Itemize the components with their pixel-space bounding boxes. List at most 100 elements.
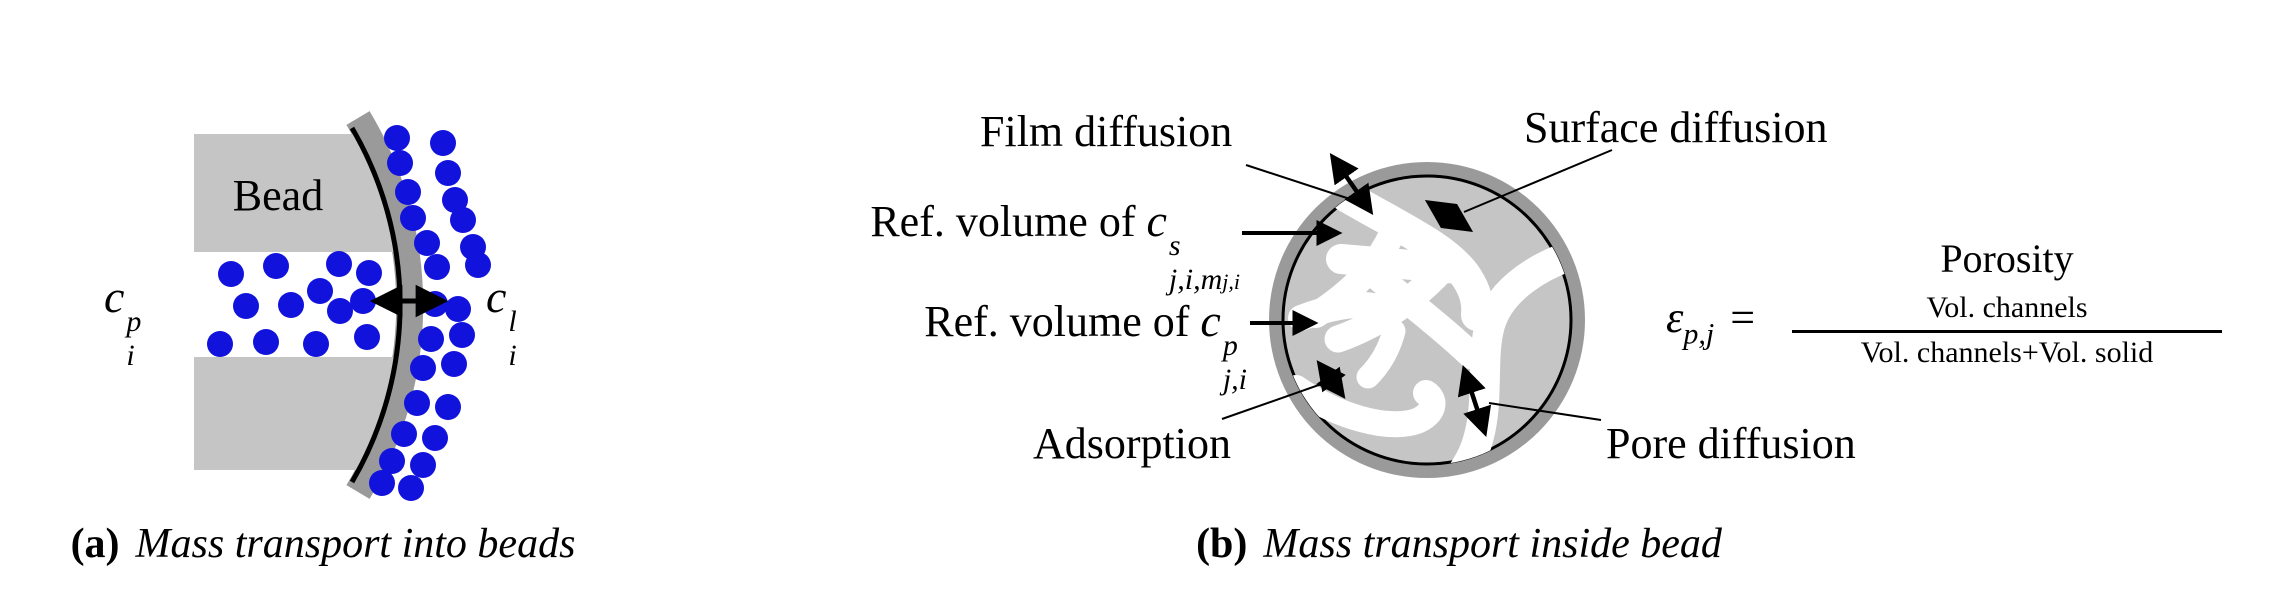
- pore-diffusion-arrow: [1457, 365, 1492, 437]
- panel-b-mass-transport-inside-bead: [1221, 149, 1613, 478]
- molecule-dot: [369, 470, 395, 496]
- molecule-dot: [410, 452, 436, 478]
- molecule-dot: [441, 351, 467, 377]
- fraction-numerator: Vol. channels: [1926, 291, 2088, 324]
- porosity-fraction: Porosity Vol. channels Vol. channels+Vol…: [1792, 238, 2222, 369]
- math-subsub: j,i: [1222, 268, 1240, 294]
- film-diffusion-arrow: [1329, 153, 1374, 215]
- molecules-outside-liquid: [369, 125, 491, 501]
- molecule-dot: [253, 329, 279, 355]
- math-sub: i: [508, 338, 517, 372]
- ref-volume-surface-prefix: Ref. volume of: [870, 197, 1147, 246]
- surface-diffusion-label: Surface diffusion: [1524, 103, 1828, 152]
- molecule-dot: [435, 394, 461, 420]
- math-sup: s: [1168, 228, 1181, 262]
- molecule-dot: [391, 421, 417, 447]
- adsorption-label: Adsorption: [1033, 419, 1231, 468]
- panel-a-mass-transport-into-beads: [194, 111, 491, 501]
- caption-a-tag: (a): [70, 521, 120, 567]
- caption-b-text: Mass transport inside bead: [1263, 521, 1722, 567]
- molecule-dot: [307, 278, 333, 304]
- molecule-dot: [207, 331, 233, 357]
- math-sub: j,i: [1222, 362, 1247, 396]
- pore-channel: [1283, 375, 1446, 438]
- epsilon-symbol: ε: [1666, 293, 1684, 342]
- math-sup: p: [1222, 328, 1238, 362]
- surface-diffusion-leader-line: [1463, 149, 1613, 213]
- surface-diffusion-arrow: [1424, 199, 1474, 233]
- molecule-dot: [398, 475, 424, 501]
- pore-diffusion-label: Pore diffusion: [1606, 419, 1856, 468]
- molecule-dot: [414, 230, 440, 256]
- equals-sign: =: [1730, 293, 1756, 342]
- molecule-dot: [449, 322, 475, 348]
- molecule-dot: [218, 261, 244, 287]
- molecule-dot: [450, 207, 476, 233]
- bead-wall-bottom: [194, 357, 396, 470]
- molecule-dot: [303, 331, 329, 357]
- molecule-dot: [326, 251, 352, 277]
- molecule-dot: [442, 187, 468, 213]
- math-base: c: [1146, 195, 1167, 246]
- molecule-dot: [422, 291, 448, 317]
- pore-channel: [1303, 211, 1409, 328]
- ref-volume-pore-prefix: Ref. volume of: [924, 297, 1201, 346]
- molecule-dot: [465, 252, 491, 278]
- film-diffusion-label: Film diffusion: [980, 107, 1233, 156]
- molecule-dot: [356, 260, 382, 286]
- math-sub-text: j,i,m: [1168, 262, 1223, 296]
- pore-channel: [1449, 235, 1572, 465]
- molecule-dot: [435, 160, 461, 186]
- bead-wall-top: [194, 134, 396, 252]
- molecule-dot: [418, 326, 444, 352]
- math-base: c: [1200, 295, 1221, 346]
- math-sup: l: [508, 304, 517, 338]
- porosity-over-label: Porosity: [1940, 236, 2074, 281]
- molecule-dot: [410, 355, 436, 381]
- caption-a: (a) Mass transport into beads: [23, 520, 623, 568]
- math-sub: i: [126, 338, 135, 372]
- porosity-formula-lhs: εp,j =: [1666, 292, 1755, 351]
- molecule-dot: [327, 298, 353, 324]
- molecule-dot: [278, 292, 304, 318]
- molecule-dot: [233, 293, 259, 319]
- math-sub: j,i,mj,i: [1168, 262, 1240, 296]
- math-base: c: [486, 271, 507, 322]
- caption-a-text: Mass transport into beads: [135, 521, 576, 567]
- molecule-dot: [384, 125, 410, 151]
- pore-channel: [1356, 319, 1406, 389]
- molecule-dot: [263, 253, 289, 279]
- molecules-inside-pore: [207, 251, 382, 357]
- molecule-dot: [422, 425, 448, 451]
- molecule-dot: [379, 448, 405, 474]
- molecule-dot: [445, 296, 471, 322]
- pore-channel-network: [1283, 180, 1572, 465]
- epsilon-subscript: p,j: [1683, 317, 1715, 351]
- molecule-dot: [424, 254, 450, 280]
- adsorption-leader-line: [1221, 379, 1334, 420]
- caption-b: (b) Mass transport inside bead: [1159, 520, 1759, 568]
- molecule-dot: [395, 179, 421, 205]
- bead-label: Bead: [232, 171, 324, 220]
- pore-diffusion-leader-line: [1488, 402, 1602, 421]
- math-base: c: [104, 271, 125, 322]
- molecule-dot: [387, 150, 413, 176]
- molecule-dot: [400, 205, 426, 231]
- molecule-dot: [354, 324, 380, 350]
- molecule-dot: [350, 288, 376, 314]
- molecule-dot: [430, 130, 456, 156]
- molecule-dot: [404, 390, 430, 416]
- caption-b-tag: (b): [1196, 521, 1248, 567]
- adsorption-arrow: [1316, 360, 1346, 399]
- fraction-denominator: Vol. channels+Vol. solid: [1792, 330, 2222, 369]
